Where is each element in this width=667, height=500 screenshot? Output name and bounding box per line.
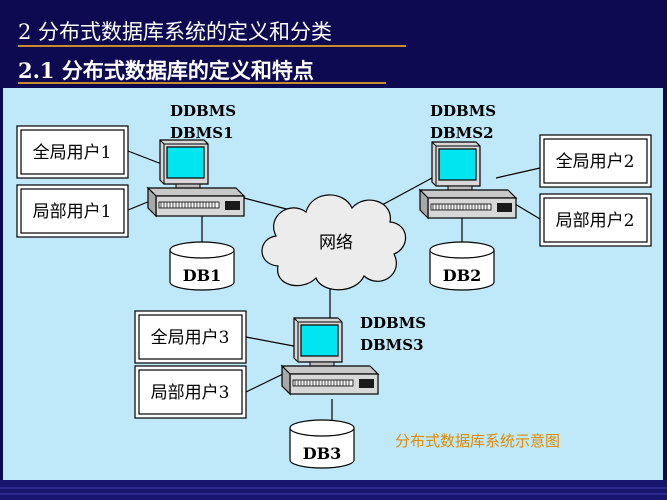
site3-dbms-label: DBMS3 [360, 336, 424, 354]
slide-title: 2 分布式数据库系统的定义和分类 [18, 20, 333, 44]
network-cloud: 网络 [261, 194, 407, 291]
site3-global-user: 全局用户3 [151, 328, 230, 348]
site2-local-user: 局部用户2 [556, 211, 635, 231]
network-label: 网络 [319, 233, 353, 253]
site3-local-user: 局部用户3 [151, 383, 230, 403]
db1-label: DB1 [183, 266, 222, 285]
database-db3: DB3 [289, 419, 355, 469]
site2-dbms-label: DBMS2 [430, 124, 494, 142]
computer-site1-icon [147, 139, 245, 217]
database-db2: DB2 [429, 241, 495, 291]
computer-site2-icon [419, 141, 517, 219]
site1-ddbms-label: DDBMS [170, 102, 236, 120]
site1-global-user: 全局用户1 [33, 143, 112, 163]
section-underline [18, 82, 386, 84]
database-db1: DB1 [169, 241, 235, 291]
site1-dbms-label: DBMS1 [170, 124, 234, 142]
title-underline [18, 45, 406, 47]
site1-local-user: 局部用户1 [33, 202, 112, 222]
site3-ddbms-label: DDBMS [360, 314, 426, 332]
db3-label: DB3 [303, 444, 342, 463]
site2-ddbms-label: DDBMS [430, 102, 496, 120]
diagram-caption: 分布式数据库系统示意图 [395, 432, 560, 450]
db2-label: DB2 [443, 266, 482, 285]
section-title: 2.1 分布式数据库的定义和特点 [18, 58, 314, 83]
site2-global-user: 全局用户2 [556, 152, 635, 172]
footer-bar [0, 480, 667, 500]
